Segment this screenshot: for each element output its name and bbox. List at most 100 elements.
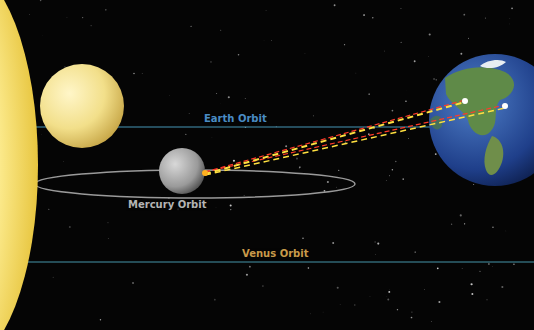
- star: [377, 243, 379, 245]
- star: [363, 14, 365, 16]
- star: [133, 73, 135, 75]
- star: [312, 115, 314, 117]
- star: [424, 289, 426, 291]
- star: [337, 287, 339, 289]
- star: [513, 264, 515, 266]
- star: [230, 205, 232, 207]
- star: [395, 161, 397, 163]
- star: [492, 226, 494, 228]
- venus-sphere: [40, 64, 124, 148]
- star: [107, 238, 109, 240]
- star: [63, 161, 64, 162]
- star: [338, 170, 339, 171]
- star: [461, 268, 463, 270]
- star: [464, 223, 465, 224]
- star: [463, 14, 465, 16]
- star: [486, 299, 487, 300]
- star: [299, 166, 301, 168]
- star: [406, 90, 407, 91]
- star: [485, 18, 486, 19]
- star: [29, 14, 31, 16]
- laser-beams: [202, 98, 508, 176]
- star: [304, 52, 306, 54]
- star: [220, 103, 221, 104]
- star: [42, 35, 44, 37]
- star: [345, 142, 346, 143]
- star: [354, 304, 355, 305]
- star: [433, 78, 435, 80]
- mercury-sphere: [159, 148, 205, 194]
- star: [141, 73, 143, 75]
- star: [228, 96, 230, 98]
- star: [40, 0, 42, 1]
- star: [415, 252, 416, 253]
- star: [332, 242, 334, 244]
- star: [296, 158, 298, 160]
- star: [389, 289, 391, 291]
- star: [492, 266, 494, 268]
- star: [169, 95, 171, 97]
- star: [271, 39, 273, 41]
- star: [428, 56, 430, 58]
- star: [435, 153, 437, 155]
- star: [429, 34, 431, 36]
- star: [386, 296, 387, 297]
- star: [408, 138, 410, 140]
- star: [473, 184, 474, 185]
- star: [336, 187, 337, 188]
- star: [436, 79, 437, 80]
- star: [100, 319, 101, 320]
- star: [211, 137, 213, 139]
- star: [132, 282, 134, 284]
- star: [69, 226, 71, 228]
- star: [265, 10, 267, 12]
- star: [402, 178, 404, 180]
- star: [243, 195, 245, 197]
- star: [508, 23, 510, 25]
- star: [52, 276, 54, 278]
- star: [285, 145, 287, 147]
- star: [334, 4, 336, 6]
- star: [188, 113, 190, 115]
- star: [509, 18, 511, 20]
- orbit-label: Mercury Orbit: [126, 199, 208, 211]
- star: [324, 190, 326, 192]
- star: [388, 291, 390, 293]
- star: [505, 230, 507, 232]
- star: [400, 41, 402, 43]
- star: [302, 237, 304, 239]
- star: [82, 17, 83, 18]
- star: [105, 9, 106, 10]
- star: [471, 283, 473, 285]
- star: [388, 175, 390, 177]
- star: [230, 209, 231, 210]
- star: [414, 60, 416, 62]
- star: [374, 241, 375, 242]
- star: [64, 66, 65, 67]
- star: [451, 224, 452, 225]
- star: [210, 61, 211, 62]
- star: [339, 304, 340, 305]
- star: [460, 214, 462, 216]
- star: [430, 321, 432, 323]
- star: [344, 44, 345, 45]
- star: [468, 37, 470, 39]
- star: [308, 267, 310, 269]
- star: [397, 309, 398, 310]
- star: [191, 26, 192, 27]
- earth-globe: [429, 54, 534, 186]
- star: [185, 134, 186, 135]
- star: [369, 295, 371, 297]
- star: [511, 7, 513, 9]
- star: [233, 160, 235, 162]
- star: [48, 209, 49, 210]
- star: [488, 263, 490, 265]
- star: [244, 98, 246, 100]
- star: [384, 50, 386, 52]
- star: [310, 313, 312, 315]
- star: [90, 25, 92, 27]
- star: [437, 267, 439, 269]
- star: [263, 39, 265, 41]
- star: [387, 299, 389, 301]
